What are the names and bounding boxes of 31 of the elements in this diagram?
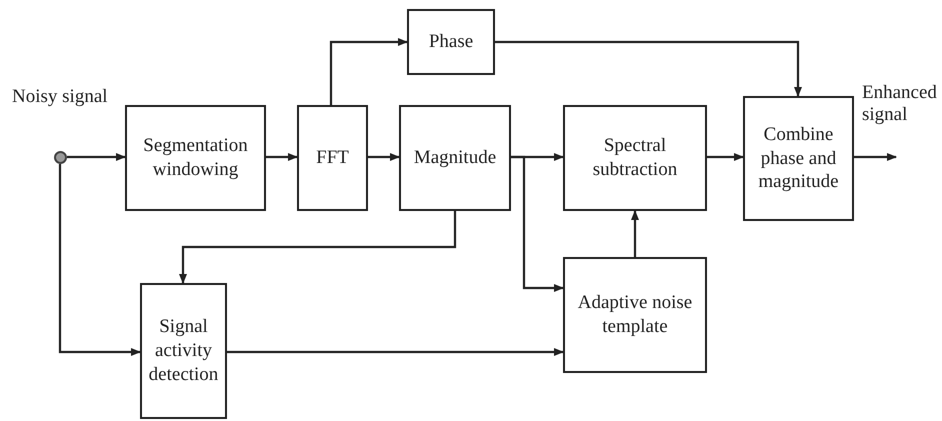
process-box bbox=[140, 283, 227, 419]
process-box bbox=[399, 105, 511, 211]
arrow bbox=[179, 211, 456, 284]
signal-label: Enhanced signal bbox=[862, 82, 938, 126]
box-label: Magnitude bbox=[414, 146, 496, 170]
process-box bbox=[563, 257, 707, 373]
arrow bbox=[368, 153, 400, 161]
arrow bbox=[266, 153, 298, 161]
arrow bbox=[495, 40, 802, 97]
arrow bbox=[330, 38, 408, 105]
process-box bbox=[407, 9, 495, 75]
box-label: Phase bbox=[428, 30, 474, 54]
box-label: Signal activity detection bbox=[148, 315, 220, 387]
process-box bbox=[297, 105, 368, 211]
box-label: Combine phase and magnitude bbox=[757, 122, 840, 194]
box-label: Spectral subtraction bbox=[592, 134, 678, 182]
arrow bbox=[631, 210, 639, 257]
arrow bbox=[227, 348, 564, 356]
box-label: FFT bbox=[316, 146, 349, 170]
process-box bbox=[125, 105, 266, 211]
arrow bbox=[854, 153, 897, 161]
arrow bbox=[58, 164, 141, 356]
box-label: Segmentation windowing bbox=[142, 134, 249, 182]
box-label: Adaptive noise template bbox=[576, 291, 694, 339]
signal-label: Noisy signal bbox=[12, 86, 109, 108]
arrow bbox=[707, 153, 744, 161]
process-box bbox=[743, 96, 854, 221]
input-node-circle bbox=[54, 151, 67, 164]
arrow bbox=[511, 156, 564, 292]
arrow bbox=[67, 153, 126, 161]
process-box bbox=[563, 105, 707, 211]
